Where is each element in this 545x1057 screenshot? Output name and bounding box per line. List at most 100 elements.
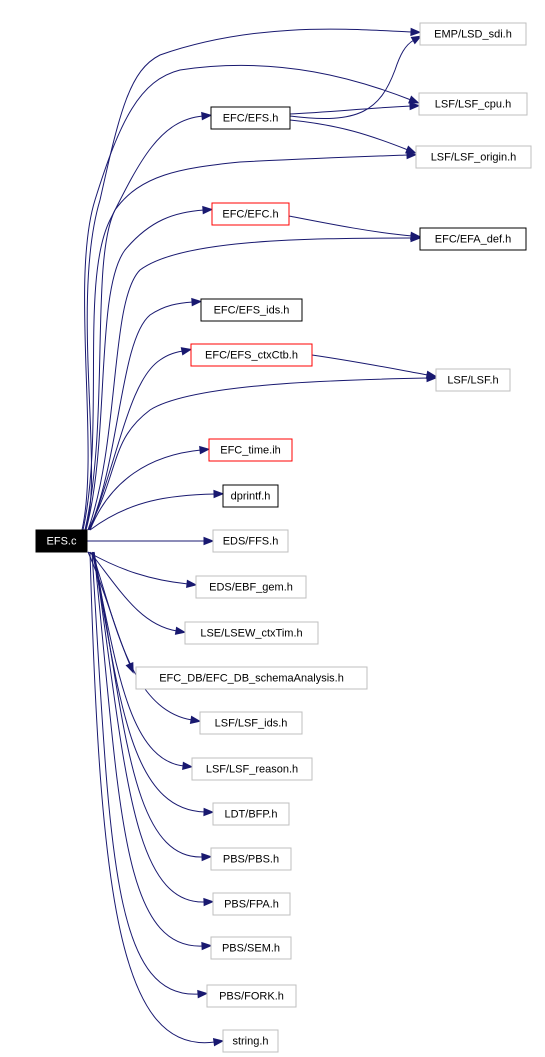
edge-efs-c-to-efc-time (89, 449, 202, 531)
arrowhead-lsf-lsf (425, 370, 438, 379)
edge-efc-efc-to-efc-efa-def (288, 215, 413, 237)
edge-efs-c-to-ldt-bfp (92, 551, 206, 813)
arrowhead-pbs-pbs (201, 852, 213, 862)
arrowhead-lsf-reason (182, 761, 194, 771)
node-lsf-lsf[interactable]: LSF/LSF.h (435, 368, 511, 392)
node-dprintf[interactable]: dprintf.h (222, 484, 279, 508)
node-eds-ffs-box (212, 529, 289, 553)
node-lsf-origin-label: LSF/LSF_origin.h (431, 151, 517, 163)
node-pbs-fork-label: PBS/FORK.h (219, 990, 284, 1002)
edge-efs-c-to-lsf-origin (84, 154, 409, 531)
edge-efs-c-to-lsf-lsf (87, 377, 429, 531)
node-lsf-lsf-reason[interactable]: LSF/LSF_reason.h (191, 757, 313, 781)
edge-efc-efs-to-lsf-origin (289, 119, 409, 151)
node-pbs-fpa-label: PBS/FPA.h (224, 898, 279, 910)
edge-efs-c-to-efc-efs (82, 115, 204, 531)
edge-efs-c-to-string (89, 551, 216, 1044)
node-ldt-bfp-label: LDT/BFP.h (225, 808, 278, 820)
arrowhead-lsf-cpu (409, 101, 421, 111)
edge-efs-c-to-pbs-pbs (93, 551, 204, 858)
node-efc-efa-def-label: EFC/EFA_def.h (435, 233, 511, 245)
node-lse-lsew-ctxtim[interactable]: LSE/LSEW_ctxTim.h (184, 621, 319, 645)
node-efc-efc-box (211, 202, 290, 226)
node-lsf-cpu-label: LSF/LSF_cpu.h (435, 98, 511, 110)
arrowhead-efc-efa-def (410, 231, 422, 241)
node-ldt-bfp[interactable]: LDT/BFP.h (212, 802, 290, 826)
edge-efs-c-to-pbs-fork (91, 551, 200, 995)
node-lsf-lsf-reason-box (191, 757, 313, 781)
edge-efs-c-to-efc-efa-def (87, 237, 413, 531)
node-lsf-origin[interactable]: LSF/LSF_origin.h (415, 145, 532, 169)
edge-efs-c-to-eds-ebf-gem (87, 551, 189, 585)
node-lse-lsew-ctxtim-box (184, 621, 319, 645)
node-dprintf-label: dprintf.h (231, 490, 271, 502)
edge-efs-c-to-efc-efc (85, 209, 205, 531)
arrowhead-efc-db (125, 661, 134, 674)
node-pbs-pbs-box (210, 847, 292, 871)
arrowhead-efc-efs-ids (191, 297, 203, 307)
node-lsf-lsf-ids[interactable]: LSF/LSF_ids.h (199, 711, 303, 735)
arrowhead-lsf-cpu (408, 95, 420, 104)
edge-efs-c-to-efc-efs-ids (88, 301, 194, 531)
node-efc-efs-ctxctb[interactable]: EFC/EFS_ctxCtb.h (190, 343, 313, 367)
node-pbs-pbs[interactable]: PBS/PBS.h (210, 847, 292, 871)
node-efc-efc-label: EFC/EFC.h (222, 208, 278, 220)
node-pbs-fpa[interactable]: PBS/FPA.h (212, 892, 291, 916)
node-lse-lsew-ctxtim-label: LSE/LSEW_ctxTim.h (200, 627, 302, 639)
arrowhead-efc-efc (202, 205, 214, 215)
node-efc-efs-ctxctb-label: EFC/EFS_ctxCtb.h (205, 349, 298, 361)
edge-efc-efs-to-emp-lsd-sdi (289, 39, 415, 119)
node-pbs-fork[interactable]: PBS/FORK.h (206, 984, 297, 1008)
arrowhead-string (212, 1038, 225, 1047)
edge-efc-efs-to-lsf-cpu (289, 105, 412, 115)
edge-efs-c-to-pbs-fpa (93, 551, 206, 903)
node-efc-efs-label: EFC/EFS.h (223, 112, 279, 124)
node-lsf-lsf-label: LSF/LSF.h (447, 374, 498, 386)
node-eds-ffs-label: EDS/FFS.h (223, 535, 279, 547)
edge-efs-c-to-emp-lsd-sdi (84, 28, 413, 531)
node-lsf-cpu-box (418, 92, 528, 116)
node-emp-lsd-sdi-box (419, 22, 527, 46)
edge-efs-c-to-dprintf (89, 493, 216, 531)
edge-efs-c-to-lsf-ids (91, 551, 193, 721)
node-pbs-sem-box (210, 936, 292, 960)
node-emp-lsd-sdi[interactable]: EMP/LSD_sdi.h (419, 22, 527, 46)
arrowhead-ldt-bfp (203, 807, 215, 817)
node-efc-db-schema-analysis-box (135, 666, 368, 690)
edge-efc-efs-ctxctb-to-lsf-lsf (311, 354, 429, 376)
node-efc-db-schema-analysis-label: EFC_DB/EFC_DB_schemaAnalysis.h (159, 672, 344, 684)
node-efc-efa-def[interactable]: EFC/EFA_def.h (419, 227, 527, 251)
node-string[interactable]: string.h (222, 1029, 279, 1053)
edge-efs-c-to-lsf-cpu (81, 64, 412, 531)
arrowhead-efc-efs-ctxctb (180, 347, 193, 356)
node-efc-efa-def-box (419, 227, 527, 251)
edge-efs-c-to-lsf-reason (91, 551, 185, 767)
arrowhead-pbs-fork (197, 989, 209, 999)
node-efc-db-schema-analysis[interactable]: EFC_DB/EFC_DB_schemaAnalysis.h (135, 666, 368, 690)
nodes-layer: EFS.c EMP/LSD_sdi.h EFC/EFS.h LSF/LSF_cp… (35, 22, 532, 1053)
edge-efs-c-to-efc-efs-ctxctb (89, 350, 184, 531)
node-efc-time-box (208, 438, 293, 462)
arrowhead-lsf-origin (405, 145, 417, 154)
node-efs-c-box (35, 529, 88, 553)
node-eds-ebf-gem[interactable]: EDS/EBF_gem.h (195, 575, 307, 599)
node-efs-c-label: EFS.c (47, 535, 77, 547)
edge-efs-c-to-pbs-sem (93, 551, 204, 947)
node-eds-ffs[interactable]: EDS/FFS.h (212, 529, 289, 553)
node-efc-efc[interactable]: EFC/EFC.h (211, 202, 290, 226)
node-efc-efs-ids-label: EFC/EFS_ids.h (214, 304, 290, 316)
node-pbs-sem[interactable]: PBS/SEM.h (210, 936, 292, 960)
node-efc-efs[interactable]: EFC/EFS.h (210, 106, 291, 130)
arrowhead-emp-lsd-sdi (410, 35, 423, 45)
node-pbs-fpa-box (212, 892, 291, 916)
node-lsf-origin-box (415, 145, 532, 169)
node-efs-c[interactable]: EFS.c (35, 529, 88, 553)
node-string-label: string.h (232, 1035, 268, 1047)
node-pbs-sem-label: PBS/SEM.h (222, 942, 280, 954)
node-efc-efs-ids[interactable]: EFC/EFS_ids.h (200, 298, 303, 322)
node-efc-time[interactable]: EFC_time.ih (208, 438, 293, 462)
arrowhead-lse-lsew (174, 626, 187, 635)
node-string-box (222, 1029, 279, 1053)
node-lsf-cpu[interactable]: LSF/LSF_cpu.h (418, 92, 528, 116)
arrowhead-pbs-sem (201, 941, 213, 951)
